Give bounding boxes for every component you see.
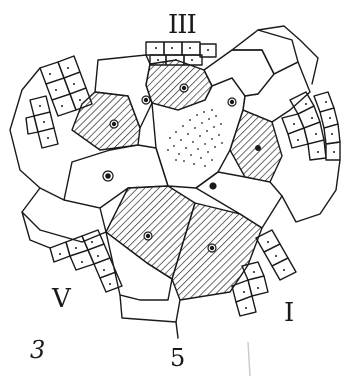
outer-wall-right [282, 160, 340, 222]
cell-left-outer [22, 188, 106, 242]
bottom-number-label: 5 [170, 346, 185, 370]
region-label-v: V [52, 286, 70, 312]
hatched-cell-top-center [146, 60, 212, 110]
small-cell-top-1 [146, 42, 164, 55]
region-label-iii: III [168, 12, 196, 38]
faint-edge-mark [248, 342, 250, 376]
small-cell-group-lower-left [50, 230, 122, 292]
outer-wall-bottom [120, 295, 180, 322]
small-cell-top-2 [164, 42, 182, 55]
outer-wall-top-right [258, 26, 318, 84]
cell-spine-bottom [176, 322, 178, 338]
region-label-i: I [284, 300, 293, 326]
outer-wall-left [10, 68, 40, 188]
figure-number-label: 3 [30, 338, 45, 362]
stipple-region [167, 109, 223, 167]
small-cell-group-upper-right [282, 92, 340, 160]
outer-wall-bottom-left [22, 212, 50, 248]
small-cell-top-3 [182, 42, 200, 55]
